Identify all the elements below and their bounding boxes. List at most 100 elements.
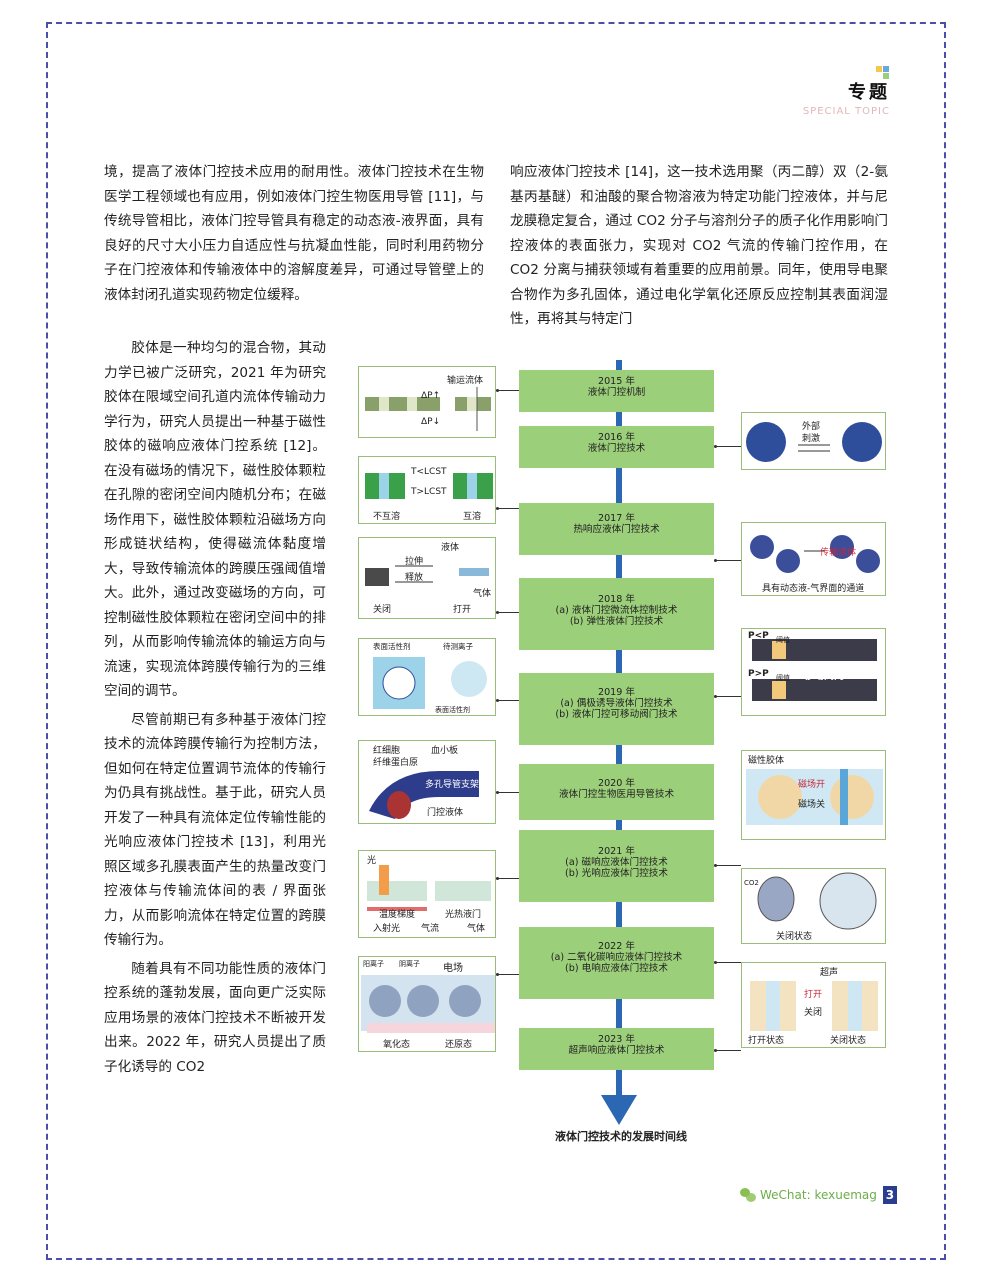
connector-line: [496, 973, 519, 976]
connector-line: [496, 507, 519, 510]
co2-illustration: [757, 872, 877, 930]
dipole-illustration: [373, 657, 487, 709]
timeline-label: 超声响应液体门控技术: [568, 1045, 665, 1056]
panel-label: ΔP↓: [421, 417, 441, 427]
right-top-column: 响应液体门控技术 [14]，这一技术选用聚（丙二醇）双（2-氨基丙基醚）和油酸的…: [510, 160, 888, 332]
panel-label: 血小板: [431, 746, 459, 756]
panel-2020: 红细胞 血小板 纤维蛋白原 多孔导管支架 门控液体: [358, 740, 496, 824]
timeline-label: 液体门控机制: [587, 387, 646, 398]
panel-label: 输运流体: [447, 376, 484, 386]
timeline-year: 2023 年: [597, 1034, 636, 1045]
section-header: 专题 SPECIAL TOPIC: [802, 66, 890, 117]
panel-2017: T<LCST T>LCST 不互溶 互溶: [358, 456, 496, 524]
panel-2022-right: CO2 关闭状态: [741, 868, 886, 944]
connector-line: [714, 445, 741, 448]
connector-line: [714, 1049, 741, 1052]
left-top-column: 境，提高了液体门控技术应用的耐用性。液体门控技术在生物医学工程领域也有应用，例如…: [104, 160, 484, 307]
panel-label: 打开状态: [748, 1036, 785, 1046]
left-narrow-column: 胶体是一种均匀的混合物，其动力学已被广泛研究，2021 年为研究胶体在限域空间孔…: [104, 336, 326, 1079]
timeline-year: 2017 年: [597, 513, 636, 524]
panel-label: 传输流体: [820, 548, 857, 558]
panel-label: 电场: [443, 963, 463, 974]
panel-label: 磁场关: [798, 800, 826, 810]
panel-label: 磁场开: [798, 780, 826, 790]
header-squares-icon: [876, 66, 890, 80]
panel-label: 氧化态: [383, 1040, 411, 1050]
paragraph: 响应液体门控技术 [14]，这一技术选用聚（丙二醇）双（2-氨基丙基醚）和油酸的…: [510, 164, 888, 327]
wechat-handle: WeChat: kexuemag: [760, 1188, 877, 1202]
panel-2021-right: 磁性胶体 磁场开 磁场关: [741, 750, 886, 840]
panel-label: 温度梯度: [379, 910, 416, 920]
panel-label: 光: [367, 856, 377, 866]
panel-label: 关闭: [373, 605, 392, 615]
page-frame: [46, 22, 946, 1260]
figure-caption: 液体门控技术的发展时间线: [555, 1130, 687, 1143]
timeline-label: (b) 电响应液体门控技术: [565, 963, 668, 974]
panel-label: 关闭状态: [776, 932, 813, 942]
panel-2021-left: 光 温度梯度 光热液门 入射光 气流 气体: [358, 850, 496, 938]
connector-line: [714, 695, 741, 698]
panel-label: 关闭: [804, 1008, 823, 1018]
panel-2022-left: 阳离子 阴离子 电场 氧化态 还原态: [358, 956, 496, 1052]
panel-label: 入射光: [373, 924, 401, 934]
redox-illustration: [361, 975, 495, 1033]
panel-2019-right: P<P 阈值 P>P 阈值 移动阀门: [741, 628, 886, 716]
light-illustration: [367, 865, 491, 911]
timeline-year: 2022 年: [597, 941, 636, 952]
panel-label: 阴离子: [399, 960, 420, 968]
lcst-illustration: [365, 473, 493, 499]
timeline-figure: 2015 年 液体门控机制 2016 年 液体门控技术 2017 年 热响应液体…: [356, 360, 888, 1150]
panel-label: 气流: [421, 924, 440, 934]
section-title: 专题: [848, 82, 890, 103]
channel-illustration: [750, 535, 880, 573]
timeline-box-2016: 2016 年 液体门控技术: [519, 426, 714, 468]
timeline-box-2022: 2022 年 (a) 二氧化碳响应液体门控技术 (b) 电响应液体门控技术: [519, 927, 714, 999]
panel-label: T<LCST: [411, 467, 447, 477]
membrane-illustration: [365, 387, 491, 431]
timeline-year: 2020 年: [597, 778, 636, 789]
panel-label: 互溶: [463, 512, 482, 522]
timeline-label: (a) 偶极诱导液体门控技术: [560, 698, 673, 709]
panel-label: 阈值: [776, 674, 790, 682]
panel-label: 门控液体: [427, 808, 464, 818]
panel-label: 红细胞: [373, 746, 401, 756]
elastic-illustration: [365, 565, 489, 586]
timeline-arrow-icon: [601, 1095, 637, 1125]
panel-2016: 外部 刺激: [741, 412, 886, 470]
panel-label: CO2: [744, 879, 759, 887]
panel-2023: 超声 打开 关闭 打开状态 关闭状态: [741, 962, 886, 1048]
panel-label: P>P: [748, 669, 769, 679]
timeline-box-2021: 2021 年 (a) 磁响应液体门控技术 (b) 光响应液体门控技术: [519, 830, 714, 902]
timeline-box-2020: 2020 年 液体门控生物医用导管技术: [519, 764, 714, 820]
paragraph: 胶体是一种均匀的混合物，其动力学已被广泛研究，2021 年为研究胶体在限域空间孔…: [104, 340, 326, 699]
timeline-box-2015: 2015 年 液体门控机制: [519, 370, 714, 412]
panel-label: 刺激: [802, 434, 821, 444]
connector-line: [496, 389, 519, 392]
timeline-box-2023: 2023 年 超声响应液体门控技术: [519, 1028, 714, 1070]
timeline-year: 2019 年: [597, 687, 636, 698]
connector-line: [714, 961, 741, 964]
panel-2019-left: 表面活性剂 待测离子 表面活性剂: [358, 638, 496, 716]
panel-label: 气体: [473, 589, 492, 599]
panel-label: 多孔导管支架: [425, 780, 480, 790]
timeline-year: 2016 年: [597, 432, 636, 443]
wechat-icon: [740, 1188, 756, 1202]
paragraph: 境，提高了液体门控技术应用的耐用性。液体门控技术在生物医学工程领域也有应用，例如…: [104, 164, 484, 303]
panel-label: 纤维蛋白原: [373, 758, 419, 768]
timeline-year: 2021 年: [597, 846, 636, 857]
panel-label: 液体: [441, 543, 460, 553]
panel-label: 阈值: [776, 636, 790, 644]
panel-label: 表面活性剂: [435, 706, 470, 714]
timeline-label: (a) 磁响应液体门控技术: [565, 857, 668, 868]
panel-label: 气体: [467, 924, 486, 934]
panel-label: P<P: [748, 631, 769, 641]
page-number: 3: [882, 1186, 897, 1204]
magnetic-illustration: [746, 769, 883, 825]
section-subtitle: SPECIAL TOPIC: [802, 106, 890, 117]
timeline-box-2017: 2017 年 热响应液体门控技术: [519, 503, 714, 555]
panel-label: 打开: [453, 605, 472, 615]
connector-line: [496, 611, 519, 614]
timeline-label: (b) 光响应液体门控技术: [565, 868, 668, 879]
panel-label: 阳离子: [363, 960, 384, 968]
panel-label: 打开: [804, 990, 823, 1000]
